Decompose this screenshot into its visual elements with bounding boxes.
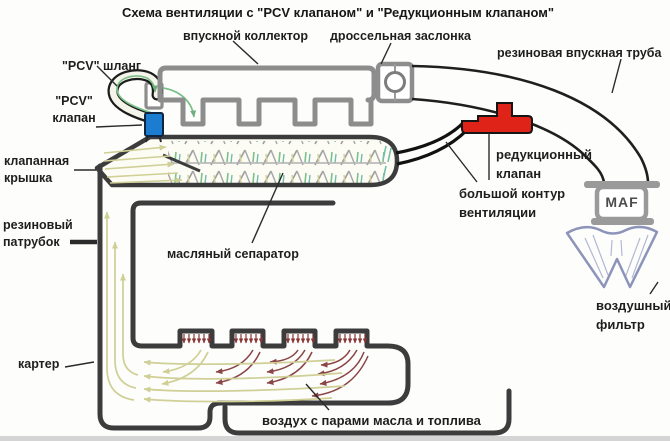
maf-label: MAF xyxy=(605,194,639,210)
label-big-circuit: большой контур вентиляции xyxy=(459,186,566,220)
label-pcv-hose: "PCV" шланг xyxy=(62,59,142,73)
crankcase-flow-brown xyxy=(215,349,369,399)
label-reduction-valve: редукционный клапан xyxy=(496,147,593,181)
air-filter-icon xyxy=(565,225,659,289)
rubber-intake-tube-shape xyxy=(411,64,650,184)
big-circuit-hose xyxy=(395,121,469,166)
photo-edge-band xyxy=(0,436,670,441)
pcv-valve-shape xyxy=(144,112,164,143)
maf-sensor-shape xyxy=(584,181,660,225)
label-air-with-vapors: воздух с парами масла и топлива xyxy=(262,413,481,428)
label-oil-separator: масляный сепаратор xyxy=(167,247,299,261)
label-intake-manifold: впускной коллектор xyxy=(183,29,308,43)
label-air-filter: воздушный фильтр xyxy=(596,298,670,332)
valve-cover-shape xyxy=(94,134,400,188)
intake-manifold-shape xyxy=(157,65,377,127)
label-crankcase: картер xyxy=(18,357,60,371)
throttle-body-shape xyxy=(375,61,415,104)
cover-flow-arrows xyxy=(103,144,183,184)
label-valve-cover: клапанная крышка xyxy=(4,154,70,185)
engine-outline xyxy=(97,163,512,436)
label-pcv-valve: "PCV" клапан xyxy=(52,94,96,125)
reduction-valve-shape xyxy=(461,102,533,134)
pcv-hose-shape xyxy=(107,69,163,124)
label-pointer-lines xyxy=(64,40,659,411)
bump-flow-arrows xyxy=(181,334,368,344)
label-throttle: дроссельная заслонка xyxy=(330,29,471,43)
label-rubber-pipe: резиновый патрубок xyxy=(3,218,73,249)
crankcase-flow-khaki xyxy=(104,211,346,403)
label-rubber-intake-tube: резиновая впускная труба xyxy=(497,46,662,60)
diagram-title: Схема вентиляции с "PCV клапаном" и "Ред… xyxy=(121,5,554,20)
